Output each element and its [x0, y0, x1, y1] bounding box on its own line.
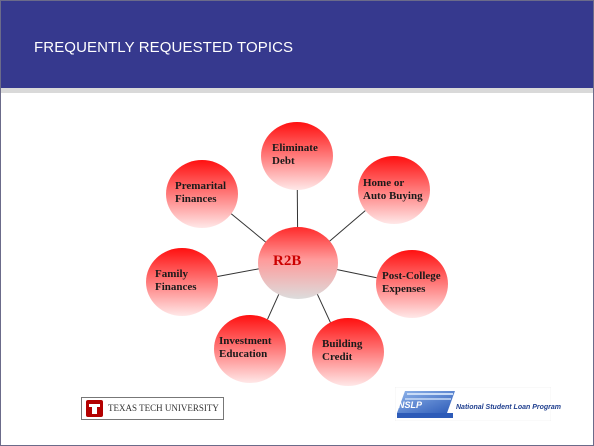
spoke-lines	[217, 189, 377, 323]
label-line: Education	[219, 348, 268, 360]
nslp-badge: NSLP	[398, 400, 423, 410]
spoke-premarital-finances	[230, 213, 268, 244]
center-label: R2B	[273, 253, 302, 269]
node-home-auto	[358, 156, 430, 224]
slide-title: FREQUENTLY REQUESTED TOPICS	[34, 39, 294, 56]
node-investment-education	[214, 315, 286, 383]
title-divider	[1, 88, 593, 93]
label-line: Debt	[272, 155, 295, 167]
node-center-r2b	[258, 227, 338, 299]
double-t-icon	[86, 400, 103, 417]
label-line: Eliminate	[272, 142, 318, 154]
node-building-credit	[312, 318, 384, 386]
texas-tech-logo-text: TEXAS TECH UNIVERSITY	[108, 403, 219, 413]
spoke-investment-education	[267, 292, 280, 320]
node-post-college	[376, 250, 448, 318]
label-line: Investment	[219, 335, 272, 347]
nslp-logo-text: National Student Loan Program	[456, 404, 562, 411]
spoke-home-auto	[327, 210, 366, 243]
label-line: Family	[155, 268, 188, 280]
title-bar: FREQUENTLY REQUESTED TOPICS	[1, 1, 593, 88]
label-line: Expenses	[382, 283, 426, 295]
label-line: Premarital	[175, 180, 227, 192]
nslp-logo: NSLP National Student Loan Program	[394, 386, 561, 422]
spoke-building-credit	[316, 292, 331, 323]
label-line: Post-College	[382, 270, 441, 282]
node-family-finances	[146, 248, 218, 316]
label-line: Finances	[155, 281, 197, 293]
label-line: Credit	[322, 351, 353, 363]
label-line: Auto Buying	[363, 190, 423, 202]
spoke-post-college	[335, 268, 377, 279]
label-line: Home or	[363, 177, 405, 189]
label-line: Finances	[175, 193, 217, 205]
topic-nodes	[146, 122, 448, 386]
spoke-family-finances	[217, 268, 261, 277]
node-eliminate-debt	[261, 122, 333, 190]
texas-tech-logo: TEXAS TECH UNIVERSITY	[81, 397, 224, 420]
label-line: Building	[322, 338, 363, 350]
node-premarital-finances	[166, 160, 238, 228]
